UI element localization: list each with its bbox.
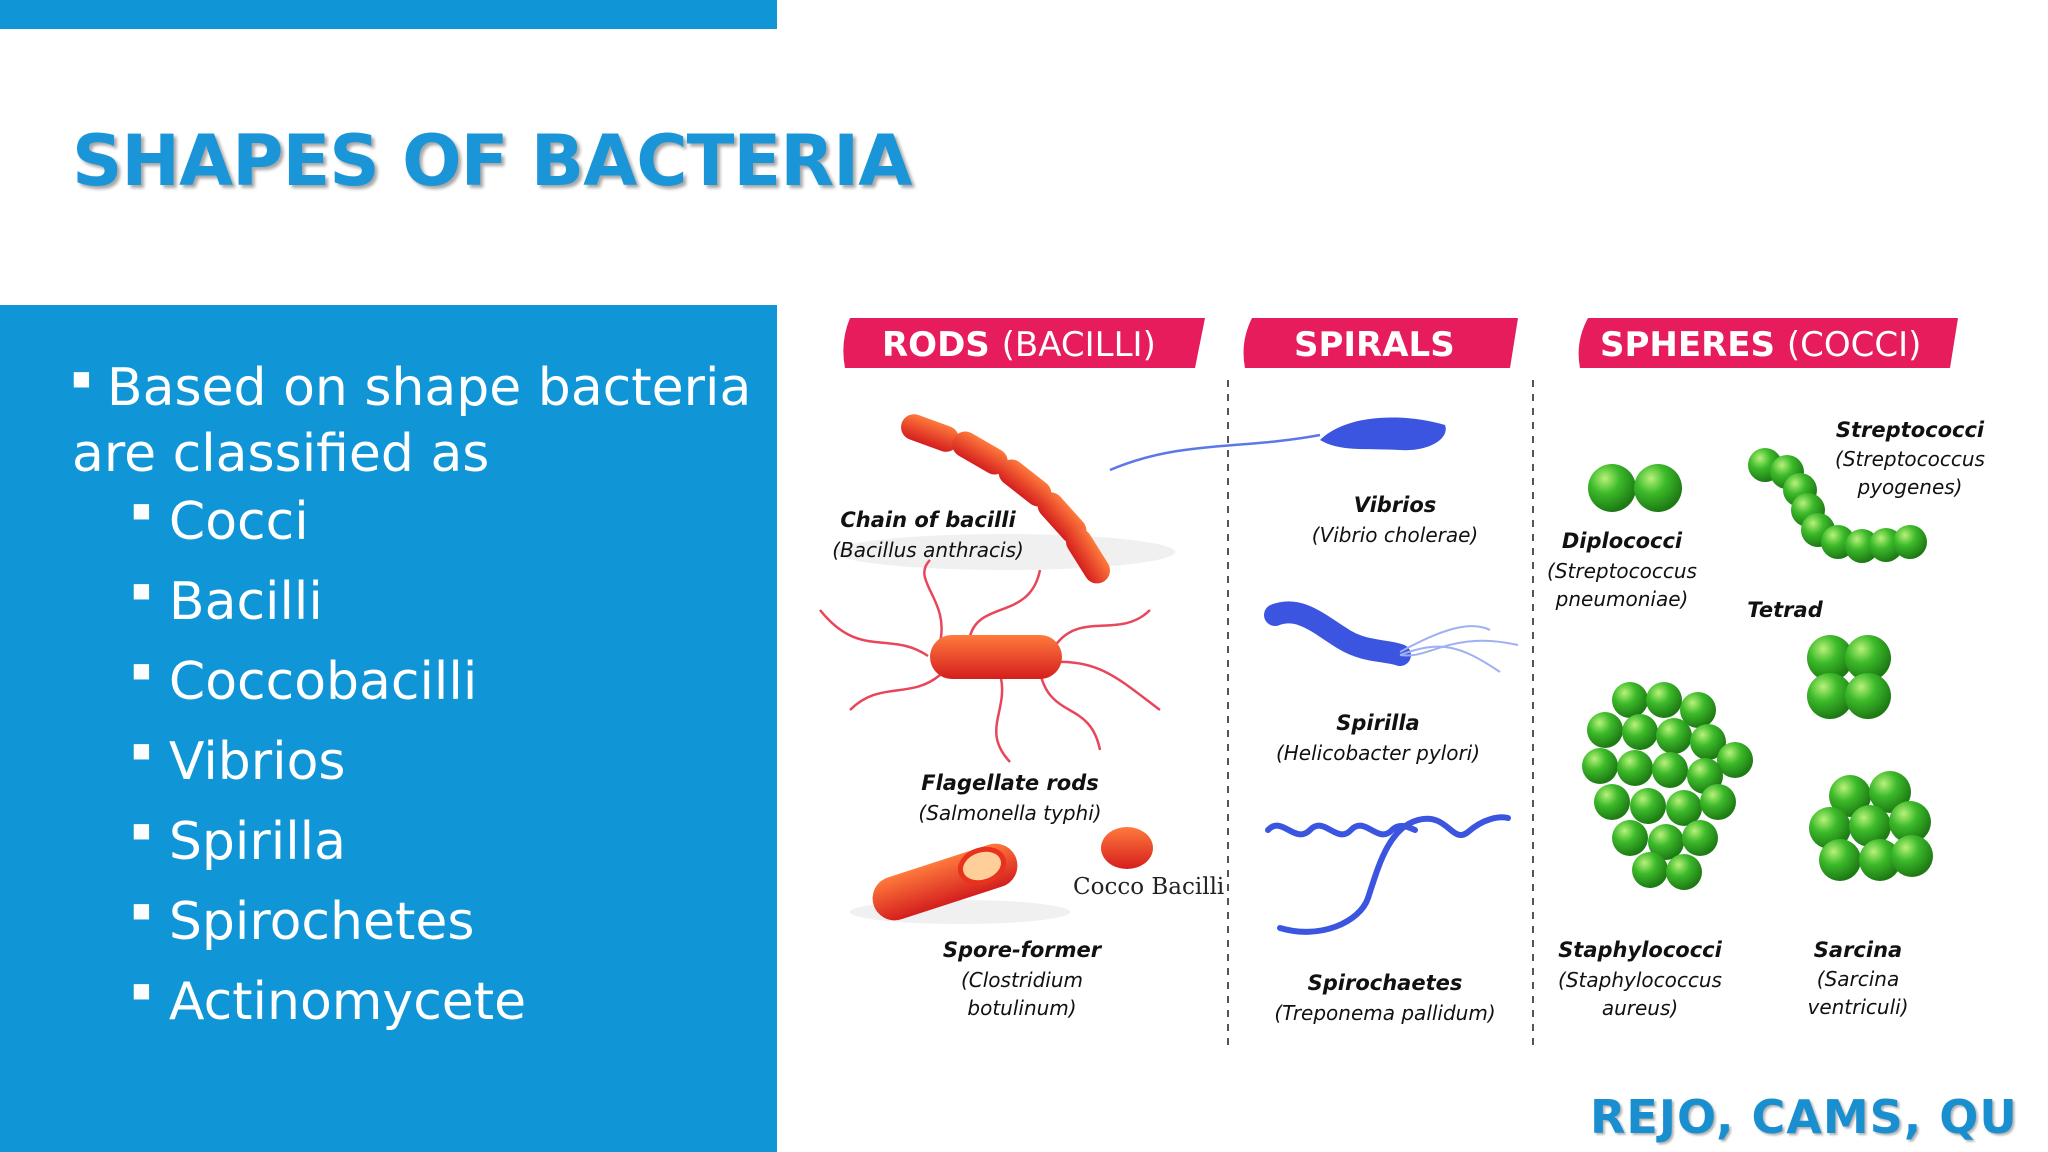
staphylococci-species-line1: (Staphylococcus	[1558, 968, 1722, 992]
streptococci-species-line1: (Streptococcus	[1835, 447, 1985, 471]
streptococci-illustration	[1748, 448, 1927, 563]
header-rods-main: RODS	[882, 325, 990, 365]
chain-name: Chain of bacilli	[840, 508, 1016, 532]
type-item: ■ Spirochetes	[132, 877, 526, 957]
type-item: ■ Cocci	[132, 477, 526, 557]
type-label: Cocci	[168, 492, 309, 552]
flagellate-name: Flagellate rods	[921, 771, 1098, 795]
header-spheres-main: SPHERES	[1600, 325, 1775, 365]
spore-former-illustration	[850, 843, 1070, 924]
type-item: ■ Actinomycete	[132, 957, 526, 1037]
diplococci-name: Diplococci	[1562, 529, 1683, 553]
square-bullet-icon: ■	[72, 366, 91, 390]
square-bullet-icon: ■	[132, 898, 151, 922]
sarcina-species-line2: ventriculi)	[1807, 995, 1908, 1019]
header-spirals: SPIRALS	[1243, 318, 1518, 368]
square-bullet-icon: ■	[132, 978, 151, 1002]
bacteria-illustration: RODS (BACILLI) SPIRALS SPHERES (COCCI) C…	[819, 318, 1985, 1045]
slide-title: SHAPES OF BACTERIA	[72, 120, 912, 202]
author-credit: REJO, CAMS, QU	[1590, 1090, 2018, 1144]
intro-bullet: ■Based on shape bacteria are classified …	[72, 345, 752, 487]
tetrad-illustration	[1807, 635, 1891, 719]
streptococci-name: Streptococci	[1836, 418, 1985, 442]
spore-former-name: Spore-former	[943, 938, 1103, 962]
vibrio-species: (Vibrio cholerae)	[1312, 523, 1478, 547]
header-spirals-main: SPIRALS	[1294, 325, 1455, 365]
spirilla-name: Spirilla	[1336, 711, 1419, 735]
spirochaetes-name: Spirochaetes	[1308, 971, 1463, 995]
intro-text: Based on shape bacteria are classified a…	[72, 358, 752, 484]
type-label: Bacilli	[168, 572, 323, 632]
spore-former-species-line2: botulinum)	[967, 996, 1076, 1020]
type-label: Spirilla	[168, 812, 346, 872]
diplococci-species-line2: pneumoniae)	[1555, 587, 1689, 611]
spirilla-illustration	[1264, 601, 1519, 673]
flagellate-rod-body	[930, 635, 1062, 679]
diplococci-species-line1: (Streptococcus	[1547, 559, 1697, 583]
bacteria-shapes-figure: RODS (BACILLI) SPIRALS SPHERES (COCCI) C…	[800, 300, 2040, 1080]
type-label: Spirochetes	[168, 892, 475, 952]
flagellate-rod-illustration	[819, 559, 1161, 763]
vibrio-illustration	[1109, 417, 1446, 472]
type-item: ■ Spirilla	[132, 797, 526, 877]
staphylococci-name: Staphylococci	[1558, 938, 1722, 962]
header-rods-paren: (BACILLI)	[1002, 325, 1156, 365]
spirochaetes-species: (Treponema pallidum)	[1274, 1001, 1495, 1025]
cocco-bacilli-cell	[1101, 827, 1153, 869]
top-accent-bar	[0, 0, 777, 29]
spirochaetes-illustration	[1265, 814, 1511, 935]
cocco-bacilli-label: Cocco Bacilli	[1073, 874, 1224, 900]
square-bullet-icon: ■	[132, 738, 151, 762]
streptococci-species-line2: pyogenes)	[1857, 475, 1963, 499]
bullet-panel: ■Based on shape bacteria are classified …	[0, 305, 777, 1152]
header-spheres-paren: (COCCI)	[1787, 325, 1922, 365]
type-item: ■ Bacilli	[132, 557, 526, 637]
staphylococci-illustration	[1582, 682, 1753, 890]
chain-of-bacilli-illustration	[835, 414, 1175, 584]
header-spheres: SPHERES (COCCI)	[1578, 318, 1958, 368]
square-bullet-icon: ■	[132, 498, 151, 522]
sarcina-illustration	[1809, 771, 1933, 881]
spore-former-species-line1: (Clostridium	[961, 968, 1083, 992]
svg-text:RODS (BACILLI): RODS (BACILLI)	[882, 325, 1156, 365]
sarcina-name: Sarcina	[1814, 938, 1902, 962]
diplococci-illustration	[1588, 464, 1682, 512]
header-rods: RODS (BACILLI)	[843, 318, 1205, 368]
square-bullet-icon: ■	[132, 578, 151, 602]
svg-text:SPHERES (COCCI): SPHERES (COCCI)	[1600, 325, 1921, 365]
type-item: ■ Vibrios	[132, 717, 526, 797]
staphylococci-species-line2: aureus)	[1602, 996, 1678, 1020]
type-label: Coccobacilli	[168, 652, 478, 712]
bacteria-type-list: ■ Cocci ■ Bacilli ■ Coccobacilli ■ Vibrios ■…	[132, 477, 526, 1037]
type-label: Vibrios	[168, 732, 346, 792]
square-bullet-icon: ■	[132, 658, 151, 682]
sarcina-species-line1: (Sarcina	[1817, 967, 1899, 991]
tetrad-name: Tetrad	[1747, 598, 1823, 622]
type-label: Actinomycete	[168, 972, 527, 1032]
square-bullet-icon: ■	[132, 818, 151, 842]
type-item: ■ Coccobacilli	[132, 637, 526, 717]
flagellate-species: (Salmonella typhi)	[918, 801, 1101, 825]
vibrio-name: Vibrios	[1354, 493, 1437, 517]
chain-species: (Bacillus anthracis)	[832, 538, 1024, 562]
spirilla-species: (Helicobacter pylori)	[1276, 741, 1480, 765]
